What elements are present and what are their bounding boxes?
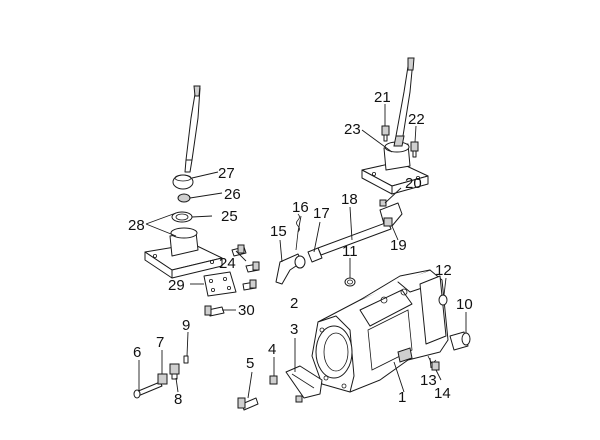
shift-tower-housing-left: [144, 227, 223, 279]
bolt-24c: [242, 279, 257, 291]
callout-8: 8: [174, 391, 182, 408]
shift-fork-19: [379, 202, 403, 227]
callout-10: 10: [456, 296, 473, 313]
spring-16: [295, 213, 300, 251]
callout-17: 17: [313, 205, 330, 222]
bolt-22: [410, 141, 419, 158]
bolt-21: [381, 125, 390, 142]
pin-9: [183, 355, 189, 364]
callout-1: 1: [398, 389, 406, 406]
callout-16: 16: [292, 199, 309, 216]
callout-9: 9: [182, 317, 190, 334]
callout-18: 18: [341, 191, 358, 208]
callout-21: 21: [374, 89, 391, 106]
callout-3: 3: [290, 321, 298, 338]
callout-26: 26: [224, 186, 241, 203]
pin-20: [379, 199, 387, 207]
shift-lever-left: [172, 85, 201, 190]
bolt-14: [431, 361, 440, 371]
callout-24: 24: [219, 255, 236, 272]
leader-lines: [138, 104, 467, 399]
callout-4: 4: [268, 341, 276, 358]
washer-7: [157, 373, 168, 385]
shift-arm-15: [275, 253, 306, 285]
callout-28: 28: [128, 217, 145, 234]
bolt-24a: [231, 244, 247, 257]
bolt-8: [169, 363, 180, 380]
nut-4: [269, 375, 278, 385]
plug-12: [438, 294, 448, 306]
callout-2: 2: [290, 295, 298, 312]
callout-7: 7: [156, 334, 164, 351]
transmission-case-1: [311, 269, 449, 393]
ball-seat-26: [177, 193, 191, 203]
bolt-5: [237, 397, 259, 411]
callout-22: 22: [408, 111, 425, 128]
shift-tower-right: [361, 135, 429, 195]
cover-plate-3: [285, 365, 323, 399]
callout-labels: 1 2 3 4 5 6 7 8 9 10 11 12 13 14 15 16 1…: [128, 89, 473, 408]
bolt-30: [204, 305, 225, 317]
callout-27: 27: [218, 165, 235, 182]
callout-20: 20: [405, 175, 422, 192]
callout-11: 11: [342, 243, 358, 260]
boot-ring-25: [171, 211, 193, 223]
callout-14: 14: [434, 385, 451, 402]
callout-30: 30: [238, 302, 255, 319]
seal-11: [344, 277, 356, 287]
callout-29: 29: [168, 277, 185, 294]
drain-plug-10: [449, 331, 471, 351]
gasket-29: [203, 271, 237, 297]
callout-15: 15: [270, 223, 287, 240]
callout-5: 5: [246, 355, 254, 372]
callout-6: 6: [133, 344, 141, 361]
bolt-24b: [245, 261, 260, 273]
callout-19: 19: [390, 237, 407, 254]
callout-12: 12: [435, 262, 452, 279]
callout-13: 13: [420, 372, 437, 389]
callout-23: 23: [344, 121, 361, 138]
bolt-3b: [295, 395, 303, 403]
pin-6: [133, 381, 163, 399]
callout-25: 25: [221, 208, 238, 225]
